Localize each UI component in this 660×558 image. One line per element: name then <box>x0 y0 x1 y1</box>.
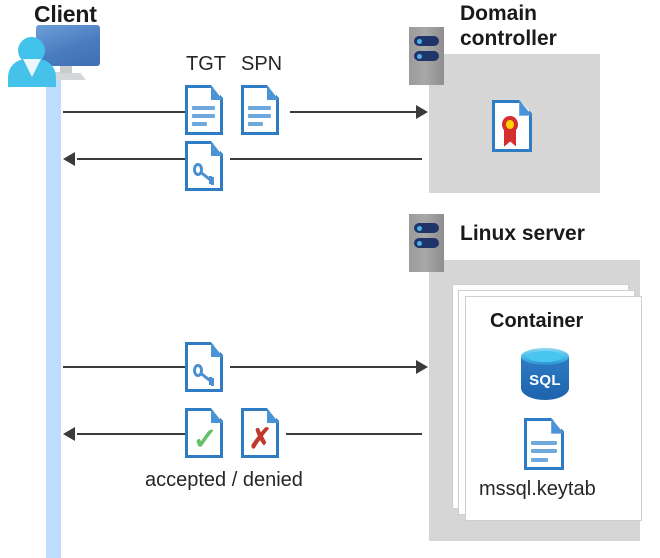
key-icon <box>193 161 215 186</box>
accepted-denied-label: accepted / denied <box>145 469 303 491</box>
client-lifeline <box>46 72 61 558</box>
linux-server-title: Linux server <box>460 222 585 245</box>
key-icon <box>193 362 215 387</box>
sql-label: SQL <box>529 372 561 389</box>
domain-controller-server-icon <box>409 27 444 85</box>
flow3-line-right <box>230 366 422 368</box>
server-led-icon <box>417 38 422 44</box>
tgt-label: TGT <box>186 53 226 75</box>
flow3-line-left <box>63 366 185 368</box>
flow4-arrowhead <box>63 427 75 441</box>
server-bay-top <box>414 36 439 46</box>
flow1-arrowhead <box>416 105 428 119</box>
flow3-arrowhead <box>416 360 428 374</box>
certificate-document-icon <box>492 100 532 152</box>
container-card-front <box>465 296 642 521</box>
monitor-screen-icon <box>36 25 100 66</box>
keytab-label: mssql.keytab <box>479 478 596 500</box>
server-bay-bottom <box>414 51 439 61</box>
service-ticket-key-document-icon-2 <box>185 342 223 392</box>
service-ticket-key-document-icon <box>185 141 223 191</box>
sql-database-icon: SQL <box>521 348 569 403</box>
server-bay-bottom <box>414 238 439 248</box>
container-title: Container <box>490 310 584 332</box>
check-icon: ✓ <box>192 423 218 456</box>
accepted-document-icon: ✓ <box>185 408 223 458</box>
flow2-line-right <box>230 158 422 160</box>
flow4-line-right <box>286 433 422 435</box>
server-bay-top <box>414 223 439 233</box>
server-led-icon <box>417 53 422 59</box>
certificate-ribbon <box>504 130 517 147</box>
domain-controller-title: Domain controller <box>460 2 557 50</box>
flow2-line-left <box>77 158 185 160</box>
denied-document-icon: ✗ <box>241 408 279 458</box>
flow2-arrowhead <box>63 152 75 166</box>
cross-icon: ✗ <box>248 423 273 454</box>
monitor-base <box>46 73 86 80</box>
tgt-document-icon <box>185 85 223 135</box>
spn-label: SPN <box>241 53 283 75</box>
server-led-icon <box>417 225 422 231</box>
monitor-neck <box>60 66 72 76</box>
flow1-line-right <box>290 111 422 113</box>
linux-server-icon <box>409 214 444 272</box>
client-computer-user-icon <box>8 25 104 87</box>
spn-document-icon <box>241 85 279 135</box>
keytab-document-icon <box>524 418 564 470</box>
flow4-line-left <box>77 433 185 435</box>
server-led-icon <box>417 240 422 246</box>
flow1-line-left <box>63 111 185 113</box>
client-title: Client <box>34 1 97 27</box>
